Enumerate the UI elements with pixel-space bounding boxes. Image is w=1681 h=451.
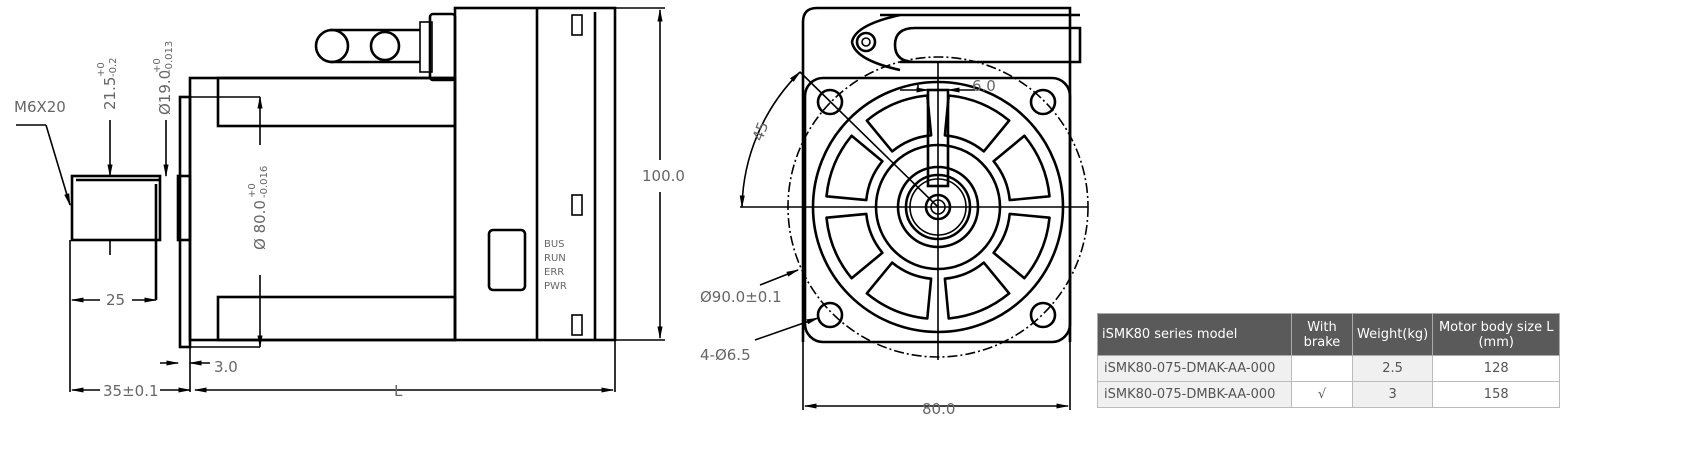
mount-hole [1029, 301, 1057, 329]
mount-hole [816, 301, 844, 329]
key-width-label: 6.0 [972, 77, 996, 95]
encoder-outline [801, 6, 1072, 342]
holes-label: 4-Ø6.5 [700, 346, 751, 364]
key-height-label: 21.5 [101, 77, 119, 110]
connector [428, 12, 457, 82]
side-view: M6X20 21.5+0-0.2 Ø19.0+0-0.013 Ø 80.0+0-… [14, 6, 685, 400]
vent-window [943, 261, 1011, 320]
motor-body [188, 76, 457, 342]
cell-brake: √ [1291, 381, 1353, 408]
cell-length: 128 [1432, 355, 1561, 382]
angle-label: 45 [749, 119, 772, 143]
col-model: iSMK80 series model [1097, 313, 1292, 356]
tol-lower: -0.2 [108, 57, 119, 77]
thread-label: M6X20 [14, 98, 66, 116]
vent-window [825, 212, 884, 280]
vent-windows [825, 94, 1051, 320]
flange-thickness-label: 3.0 [214, 358, 238, 376]
led-bus: BUS [544, 239, 565, 250]
tol-upper: +0 [152, 58, 163, 73]
col-weight: Weight(kg) [1351, 313, 1434, 356]
shaft-length-label: 35±0.1 [103, 382, 159, 400]
led-pwr: PWR [544, 281, 567, 292]
cell-model: iSMK80-075-DMBK-AA-000 [1097, 381, 1292, 408]
display-window [487, 228, 527, 292]
cell-weight: 2.5 [1351, 355, 1434, 382]
vent-window [865, 261, 933, 320]
tol-upper: +0 [96, 62, 107, 77]
vent-window [865, 94, 933, 153]
cable-end [314, 28, 350, 64]
model-table: iSMK80 series model With brake Weight(kg… [1097, 313, 1561, 408]
key-length-label: 25 [106, 291, 125, 309]
front-view: 45 6.0 Ø90.0±0.1 4-Ø6.5 80.0 [700, 6, 1089, 418]
flange-width-label: 80.0 [922, 400, 955, 418]
vent-window [992, 212, 1051, 280]
height-label: 100.0 [642, 167, 685, 185]
led-run: RUN [544, 253, 566, 264]
tol-upper: +0 [247, 183, 258, 198]
tol-lower: -0.013 [164, 41, 175, 73]
cell-model: iSMK80-075-DMAK-AA-000 [1097, 355, 1292, 382]
led-err: ERR [544, 267, 564, 278]
table-row: iSMK80-075-DMAK-AA-000 2.5 128 [1097, 355, 1561, 382]
shaft [70, 174, 162, 242]
vent-window [943, 94, 1011, 153]
vent-window [992, 134, 1051, 202]
vent-window [825, 134, 884, 202]
table-row: iSMK80-075-DMBK-AA-000 √ 3 158 [1097, 381, 1561, 408]
mount-hole [1029, 88, 1057, 116]
led-labels: BUS RUN ERR PWR [544, 239, 567, 292]
shaft-dia-label: Ø19.0 [156, 70, 174, 115]
cable [880, 13, 1082, 64]
body-length-label: L [394, 382, 403, 400]
mount-hole [816, 88, 844, 116]
pilot [178, 95, 192, 349]
bolt-circle-label: Ø90.0±0.1 [700, 288, 782, 306]
col-length: Motor body size L (mm) [1432, 313, 1561, 356]
tol-lower: -0.016 [259, 166, 270, 198]
cell-brake [1291, 355, 1353, 382]
cell-weight: 3 [1351, 381, 1434, 408]
pilot-dia-label: Ø 80.0 [251, 200, 269, 250]
encoder-housing [453, 6, 617, 342]
cell-length: 158 [1432, 381, 1561, 408]
col-brake: With brake [1291, 313, 1353, 356]
table-header: iSMK80 series model With brake Weight(kg… [1097, 313, 1561, 356]
